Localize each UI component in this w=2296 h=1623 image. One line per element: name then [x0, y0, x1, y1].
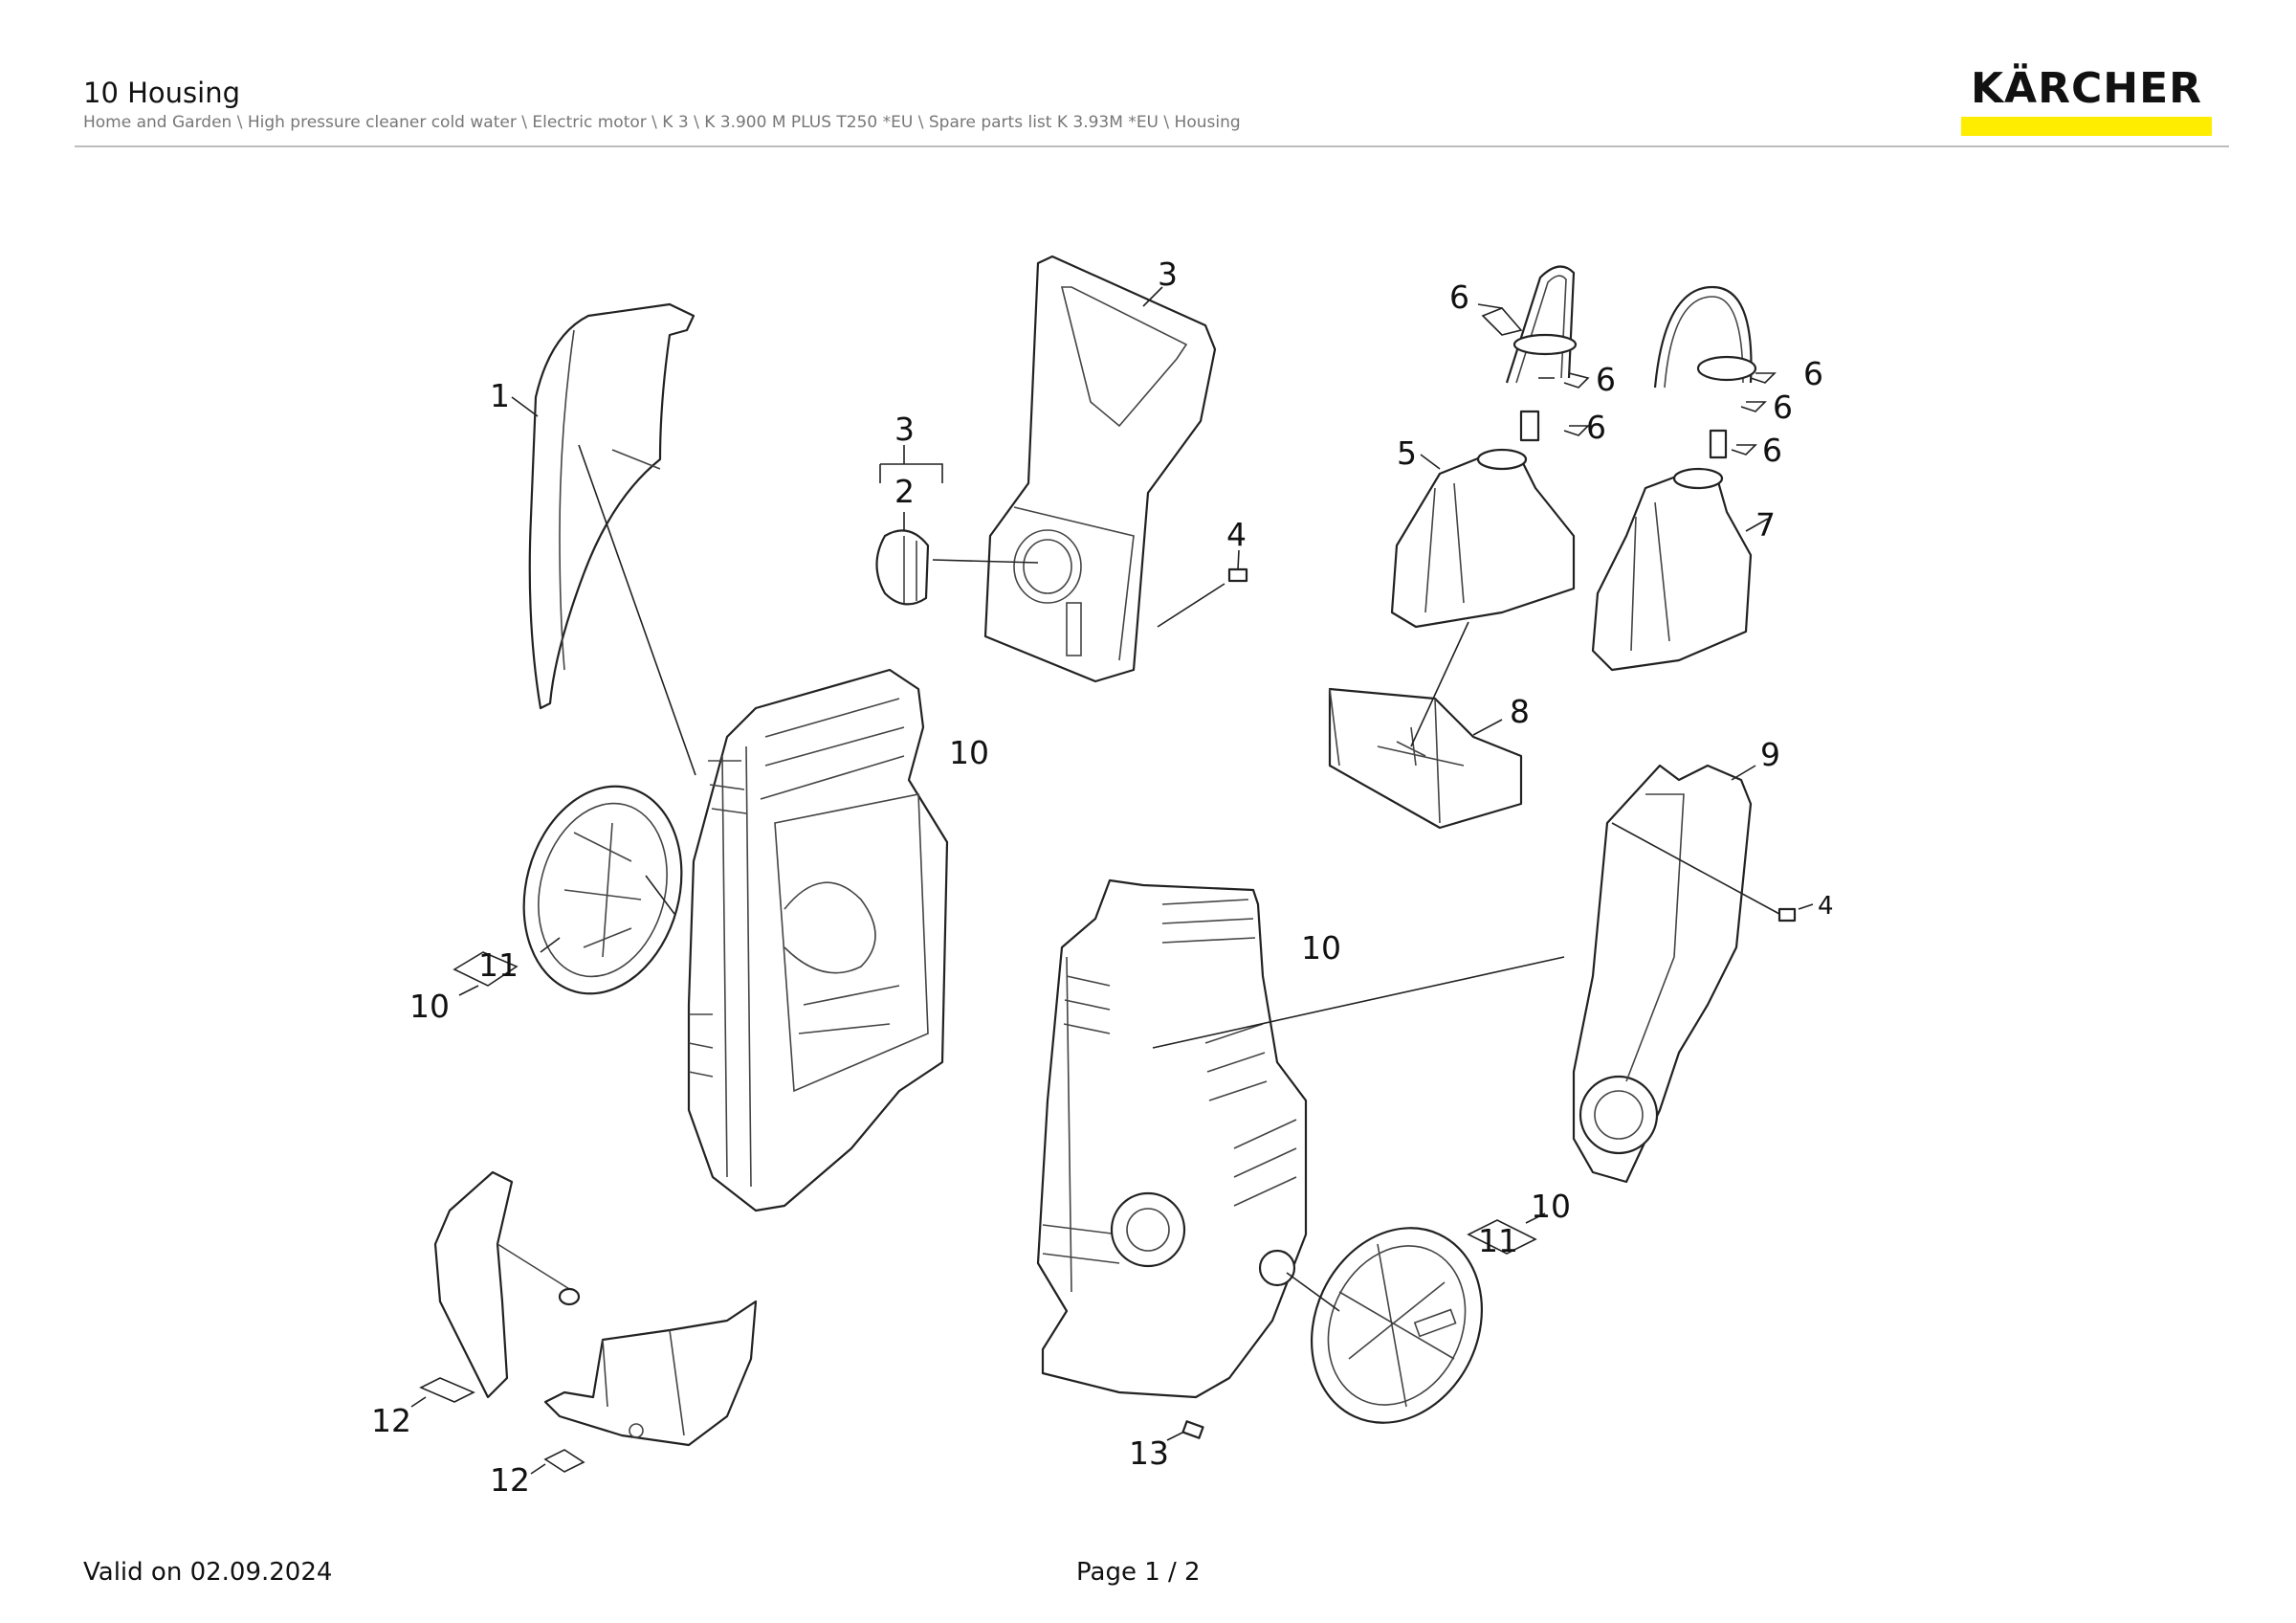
- callout-7: 7: [1755, 506, 1776, 544]
- callout-10-b: 10: [1301, 929, 1341, 967]
- part-11-bracket-right: [1467, 1212, 1546, 1255]
- callout-6-f: 6: [1762, 432, 1782, 469]
- part-12-front-right-cover: [530, 1300, 758, 1475]
- callout-3-handle: 3: [1158, 256, 1178, 293]
- brand-logo: KÄRCHER: [1961, 67, 2212, 136]
- callout-11-left: 11: [478, 946, 519, 984]
- part-9-rear-cover: [1572, 764, 1780, 1184]
- valid-date: Valid on 02.09.2024: [83, 1558, 333, 1587]
- callout-10-a: 10: [949, 734, 989, 771]
- callout-10-c: 10: [409, 988, 450, 1025]
- callout-13: 13: [1129, 1434, 1169, 1472]
- callout-1: 1: [490, 377, 510, 414]
- callout-5: 5: [1397, 434, 1417, 472]
- callout-9: 9: [1760, 736, 1780, 773]
- part-2-knob: [875, 445, 1039, 606]
- part-6-tube-right: [1653, 285, 1777, 459]
- part-4-screw-right: [1777, 903, 1814, 923]
- page-title: 10 Housing: [83, 77, 241, 109]
- callout-6-a: 6: [1449, 278, 1469, 316]
- housing-left-half: [687, 668, 949, 1212]
- part-11-wheel-left: [522, 785, 683, 995]
- callout-12-b: 12: [490, 1461, 530, 1499]
- part-5-detergent-tank-left: [1390, 448, 1576, 629]
- part-7-detergent-tank-right: [1591, 467, 1769, 672]
- page-number: Page 1 / 2: [1076, 1558, 1201, 1587]
- part-13-screw: [1166, 1420, 1204, 1441]
- part-4-screw-top: [1157, 549, 1248, 628]
- callout-6-d: 6: [1803, 355, 1823, 392]
- part-12-front-left-cover: [410, 1170, 581, 1408]
- callout-3-knob-group: 3: [894, 411, 915, 448]
- callout-11-right: 11: [1478, 1222, 1518, 1259]
- callout-10-d: 10: [1531, 1188, 1571, 1225]
- part-11-wheel-right: [1286, 1227, 1484, 1424]
- logo-wordmark: KÄRCHER: [1970, 64, 2203, 113]
- callout-12-a: 12: [371, 1402, 411, 1439]
- part-6-tube-left: [1477, 265, 1590, 442]
- callout-4-right: 4: [1818, 892, 1834, 921]
- logo-yellow-bar: [1961, 117, 2212, 136]
- part-11-bracket-left: [453, 937, 561, 996]
- header-divider: [75, 145, 2229, 147]
- part-1-side-cover: [511, 302, 696, 776]
- callout-6-b: 6: [1596, 361, 1616, 398]
- part-3-handle: [983, 255, 1217, 683]
- callout-2: 2: [894, 473, 915, 510]
- callout-6-e: 6: [1773, 389, 1793, 426]
- callout-6-c: 6: [1586, 409, 1606, 446]
- housing-right-half: [1036, 878, 1565, 1399]
- callout-8: 8: [1510, 693, 1530, 730]
- breadcrumb[interactable]: Home and Garden \ High pressure cleaner …: [83, 113, 1241, 132]
- part-8-tank-holder: [1328, 621, 1523, 830]
- callout-4-top: 4: [1226, 516, 1247, 553]
